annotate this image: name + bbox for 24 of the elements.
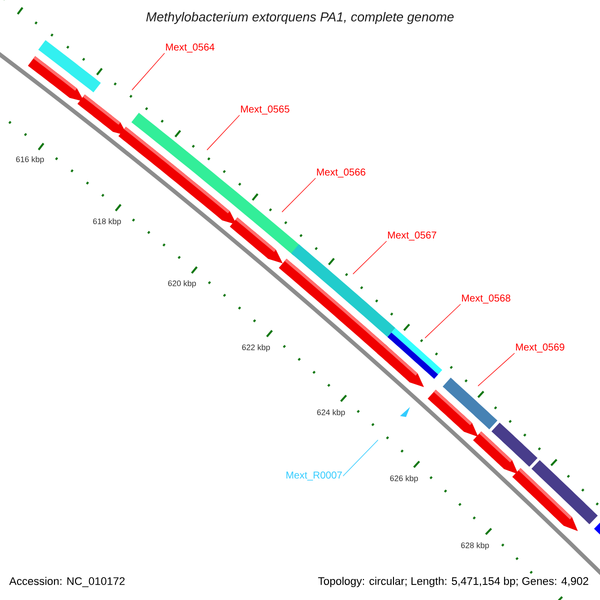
- tick-label: 618 kbp: [93, 218, 121, 226]
- gene-label: Mext_0566: [317, 168, 366, 178]
- tick-label: 628 kbp: [461, 542, 489, 550]
- tick-label: 626 kbp: [390, 475, 418, 483]
- gene-label: Mext_0564: [166, 44, 214, 52]
- leader-line: [424, 304, 461, 338]
- leader-line: [478, 352, 515, 386]
- leader-line: [206, 114, 240, 150]
- gene-label: Mext_0569: [516, 344, 564, 352]
- gene-label: Mext_0568: [462, 294, 510, 304]
- leader-line: [342, 440, 378, 476]
- tick-label: 624 kbp: [317, 409, 345, 417]
- gene-label: Mext_R0007: [286, 472, 342, 480]
- tick-label: 622 kbp: [242, 344, 270, 352]
- tick-label: 616 kbp: [16, 156, 44, 164]
- footer-text: Accession: NC_010172: [9, 576, 125, 588]
- title: Methylobacterium extorquens PA1, complete genome: [146, 12, 454, 24]
- gene-label: Mext_0567: [388, 232, 436, 240]
- leader-line: [282, 178, 316, 212]
- leader-line: [132, 52, 165, 90]
- footer-text: Topology: circular; Length: 5,471,154 bp; Genes: 4,902: [316, 576, 590, 588]
- tick-label: 620 kbp: [168, 280, 196, 288]
- gene-label: Mext_0565: [241, 106, 290, 114]
- leader-line: [352, 240, 387, 274]
